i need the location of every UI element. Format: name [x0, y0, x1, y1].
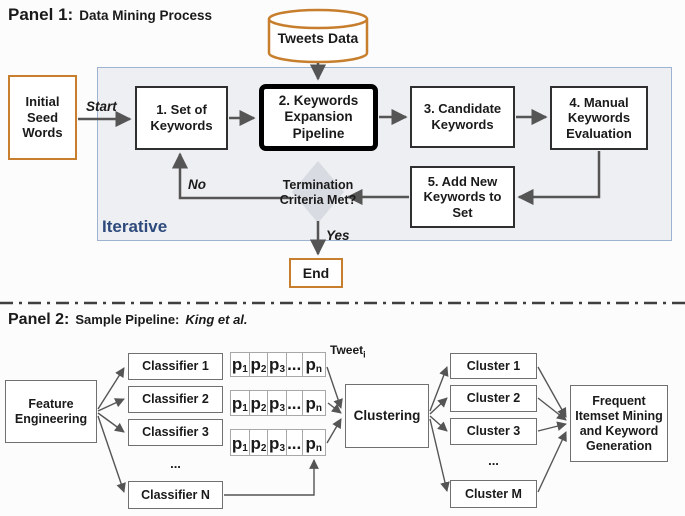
- p-base: p: [231, 434, 243, 453]
- node-cluster-m: Cluster M: [450, 480, 537, 508]
- p-sub: n: [315, 403, 322, 414]
- edge-label-no: No: [188, 177, 206, 192]
- iterative-label: Iterative: [102, 217, 168, 236]
- p-cell: ...: [287, 353, 303, 376]
- p-base: p: [250, 434, 261, 453]
- node-feature-engineering: Feature Engineering: [5, 380, 97, 443]
- tweet-label: Tweeti: [330, 343, 366, 359]
- node-cluster-1: Cluster 1: [450, 353, 537, 379]
- node-classifier-2: Classifier 2: [128, 386, 223, 413]
- node-add-new-keywords: 5. Add New Keywords to Set: [410, 166, 515, 228]
- p-base: ...: [287, 355, 302, 374]
- p-sub: 1: [242, 403, 248, 414]
- p-base: p: [305, 355, 316, 374]
- node-set-of-keywords: 1. Set of Keywords: [135, 86, 228, 150]
- p-sub: 3: [279, 443, 285, 454]
- database-label: Tweets Data: [277, 30, 359, 46]
- p-sub: n: [315, 364, 322, 375]
- node-classifier-3: Classifier 3: [128, 419, 223, 446]
- p-base: p: [269, 434, 280, 453]
- p-sub: 2: [260, 443, 267, 454]
- p-base: p: [231, 394, 243, 413]
- p-sub: 2: [260, 403, 267, 414]
- node-initial-seed-words: Initial Seed Words: [8, 75, 77, 160]
- tweet-label-base: Tweet: [330, 343, 364, 357]
- p-base: ...: [287, 394, 302, 413]
- node-classifier-n: Classifier N: [128, 481, 223, 509]
- tweet-label-sub: i: [363, 349, 366, 360]
- node-manual-keywords-evaluation: 4. Manual Keywords Evaluation: [550, 86, 648, 150]
- panel1-title: Data Mining Process: [79, 8, 212, 23]
- p-base: p: [250, 394, 261, 413]
- edge-label-start: Start: [86, 99, 117, 114]
- p-sub: 3: [279, 364, 285, 375]
- classifier-ellipsis: ...: [170, 456, 181, 471]
- p-sub: 1: [242, 364, 248, 375]
- p-sub: 3: [279, 403, 285, 414]
- panel2-title-prefix: Panel 2:: [8, 311, 70, 328]
- edge-label-yes: Yes: [326, 228, 350, 243]
- p-cell: ...: [287, 430, 303, 455]
- p-cell: ...: [287, 391, 303, 415]
- node-candidate-keywords: 3. Candidate Keywords: [410, 86, 515, 148]
- panel2-title: Sample Pipeline:: [75, 312, 180, 327]
- panel2-header: Panel 2: Sample Pipeline: King et al.: [8, 311, 248, 329]
- node-clustering: Clustering: [345, 384, 429, 448]
- node-frequent-itemset-mining: Frequent Itemset Mining and Keyword Gene…: [570, 385, 668, 462]
- p-base: p: [269, 355, 280, 374]
- p-base: p: [305, 434, 316, 453]
- p-base: p: [269, 394, 280, 413]
- p-base: p: [305, 394, 316, 413]
- p-base: p: [231, 355, 243, 374]
- p-sub: n: [315, 443, 322, 454]
- decision-label: Termination Criteria Met?: [279, 178, 357, 207]
- node-end: End: [289, 258, 343, 288]
- p-base: p: [250, 355, 261, 374]
- p-sub: 2: [260, 364, 267, 375]
- panel2-title-reference: King et al.: [185, 312, 248, 327]
- node-cluster-2: Cluster 2: [450, 385, 537, 412]
- node-keywords-expansion-pipeline: 2. Keywords Expansion Pipeline: [259, 84, 378, 151]
- panel1-header: Panel 1: Data Mining Process: [8, 5, 212, 25]
- panel1-title-prefix: Panel 1:: [8, 5, 74, 24]
- cluster-ellipsis: ...: [488, 453, 499, 468]
- p-sub: 1: [242, 443, 248, 454]
- node-cluster-3: Cluster 3: [450, 418, 537, 445]
- node-classifier-1: Classifier 1: [128, 353, 223, 380]
- p-base: ...: [287, 434, 302, 453]
